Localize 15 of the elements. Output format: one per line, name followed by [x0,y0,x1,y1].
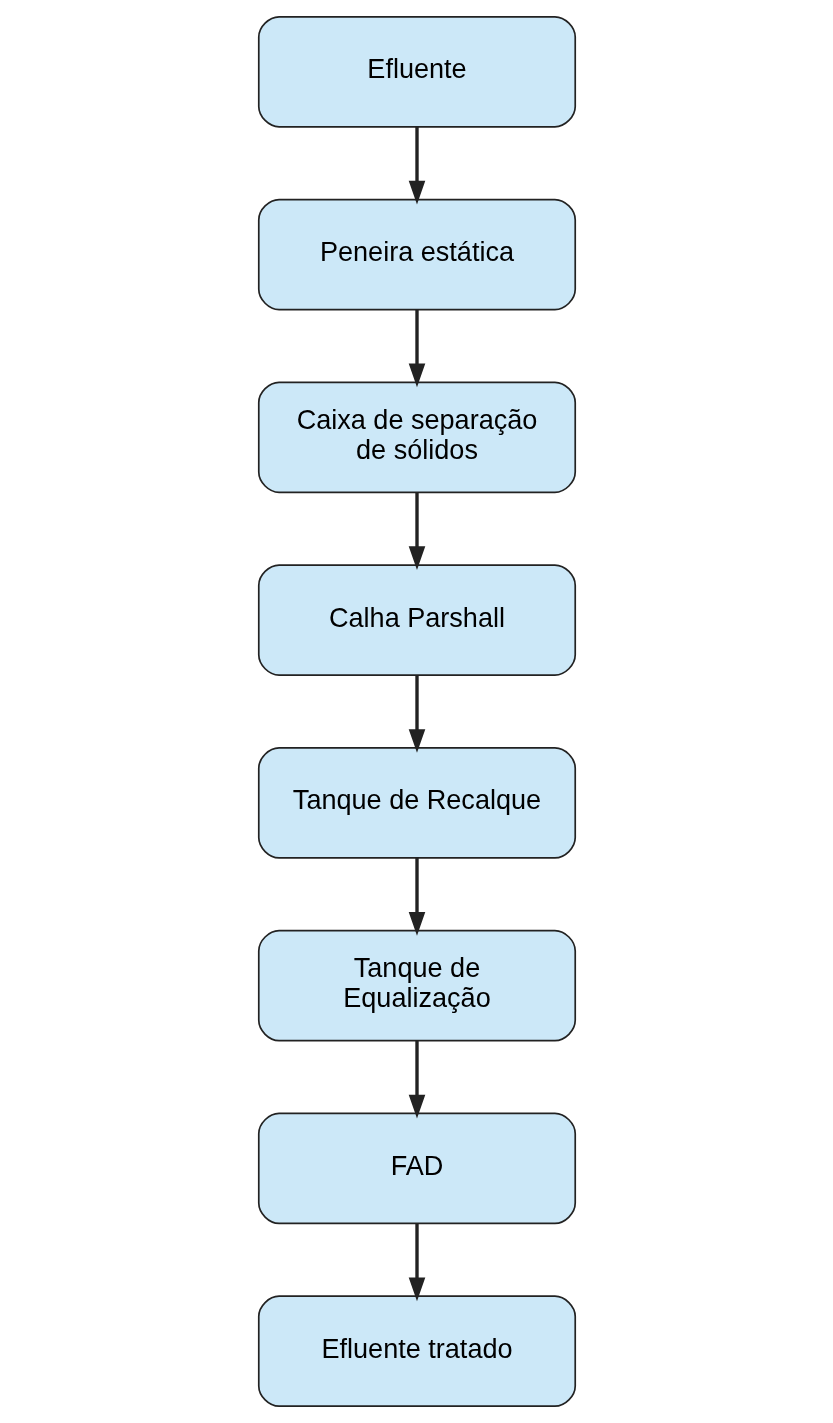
node-box: Efluente tratado [257,1295,576,1408]
node-box: Peneira estática [257,198,576,311]
node-box: Caixa de separação de sólidos [257,381,576,494]
node-box: Tanque de Equalização [257,929,576,1042]
arrow [408,857,425,936]
node-box: FAD [257,1112,576,1225]
arrow [408,1223,425,1302]
arrow [408,492,425,571]
arrow [408,309,425,388]
node-box: Efluente [257,15,576,128]
arrow [408,126,425,205]
node-box: Calha Parshall [257,564,576,676]
node-box: Tanque de Recalque [257,747,576,859]
arrow [408,675,425,753]
arrow [408,1040,425,1119]
